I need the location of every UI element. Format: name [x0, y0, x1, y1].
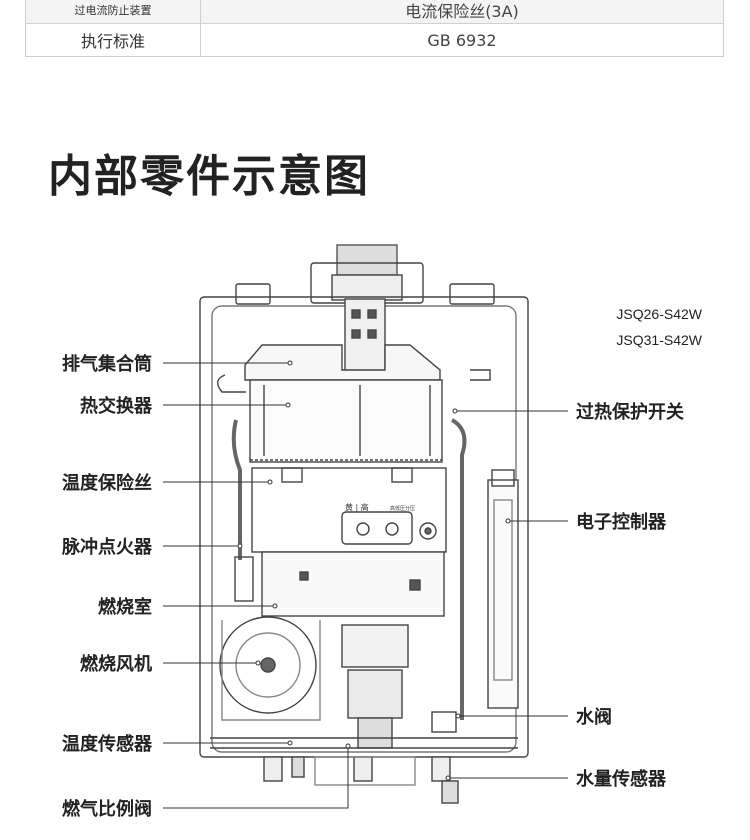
panel-mark-text: 黄 | 高: [345, 502, 369, 512]
label-combustion-fan: 燃烧风机: [80, 654, 152, 675]
model-number: JSQ26-S42W: [616, 306, 702, 322]
label-combustion-chamber: 燃烧室: [98, 597, 152, 618]
label-overheat-switch: 过热保护开关: [576, 402, 684, 423]
spec-value: GB 6932: [200, 23, 724, 57]
spec-row: 过电流防止装置 电流保险丝(3A): [25, 0, 724, 24]
label-temperature-sensor: 温度传感器: [62, 734, 152, 755]
label-heat-exchanger: 热交换器: [80, 396, 152, 417]
label-water-valve: 水阀: [576, 707, 612, 728]
model-number: JSQ31-S42W: [616, 332, 702, 348]
spec-table: 过电流防止装置 电流保险丝(3A) 执行标准 GB 6932: [25, 0, 724, 57]
spec-value: 电流保险丝(3A): [200, 0, 724, 24]
label-pulse-igniter: 脉冲点火器: [62, 537, 152, 558]
spec-key: 执行标准: [25, 23, 201, 57]
label-gas-proportional-valve: 燃气比例阀: [62, 799, 152, 820]
panel-small-text: 高低压分压: [390, 505, 415, 512]
label-exhaust-collector: 排气集合筒: [62, 354, 152, 375]
spec-row: 执行标准 GB 6932: [25, 23, 724, 57]
label-thermal-fuse: 温度保险丝: [62, 473, 152, 494]
label-electronic-controller: 电子控制器: [576, 512, 666, 533]
section-title: 内部零件示意图: [48, 151, 370, 202]
label-water-flow-sensor: 水量传感器: [576, 769, 666, 790]
